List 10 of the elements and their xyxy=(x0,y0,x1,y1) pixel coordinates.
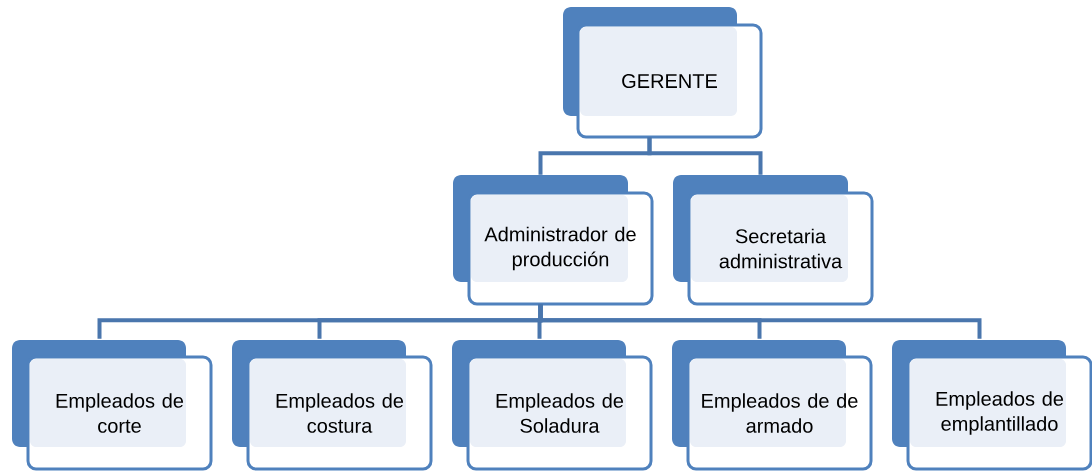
org-box: Empleados de de armado xyxy=(672,340,873,471)
org-box: Empleados de emplantillado xyxy=(892,340,1092,471)
org-box: Administrador de producción xyxy=(453,175,654,306)
org-box: Empleados de Soladura xyxy=(452,340,653,471)
connector-line xyxy=(647,137,763,175)
connector-line xyxy=(538,304,982,339)
org-box: Empleados de costura xyxy=(232,340,433,471)
org-box: Secretaria administrativa xyxy=(673,175,874,306)
org-box: Empleados de corte xyxy=(12,340,213,471)
org-box: GERENTE xyxy=(563,7,763,139)
